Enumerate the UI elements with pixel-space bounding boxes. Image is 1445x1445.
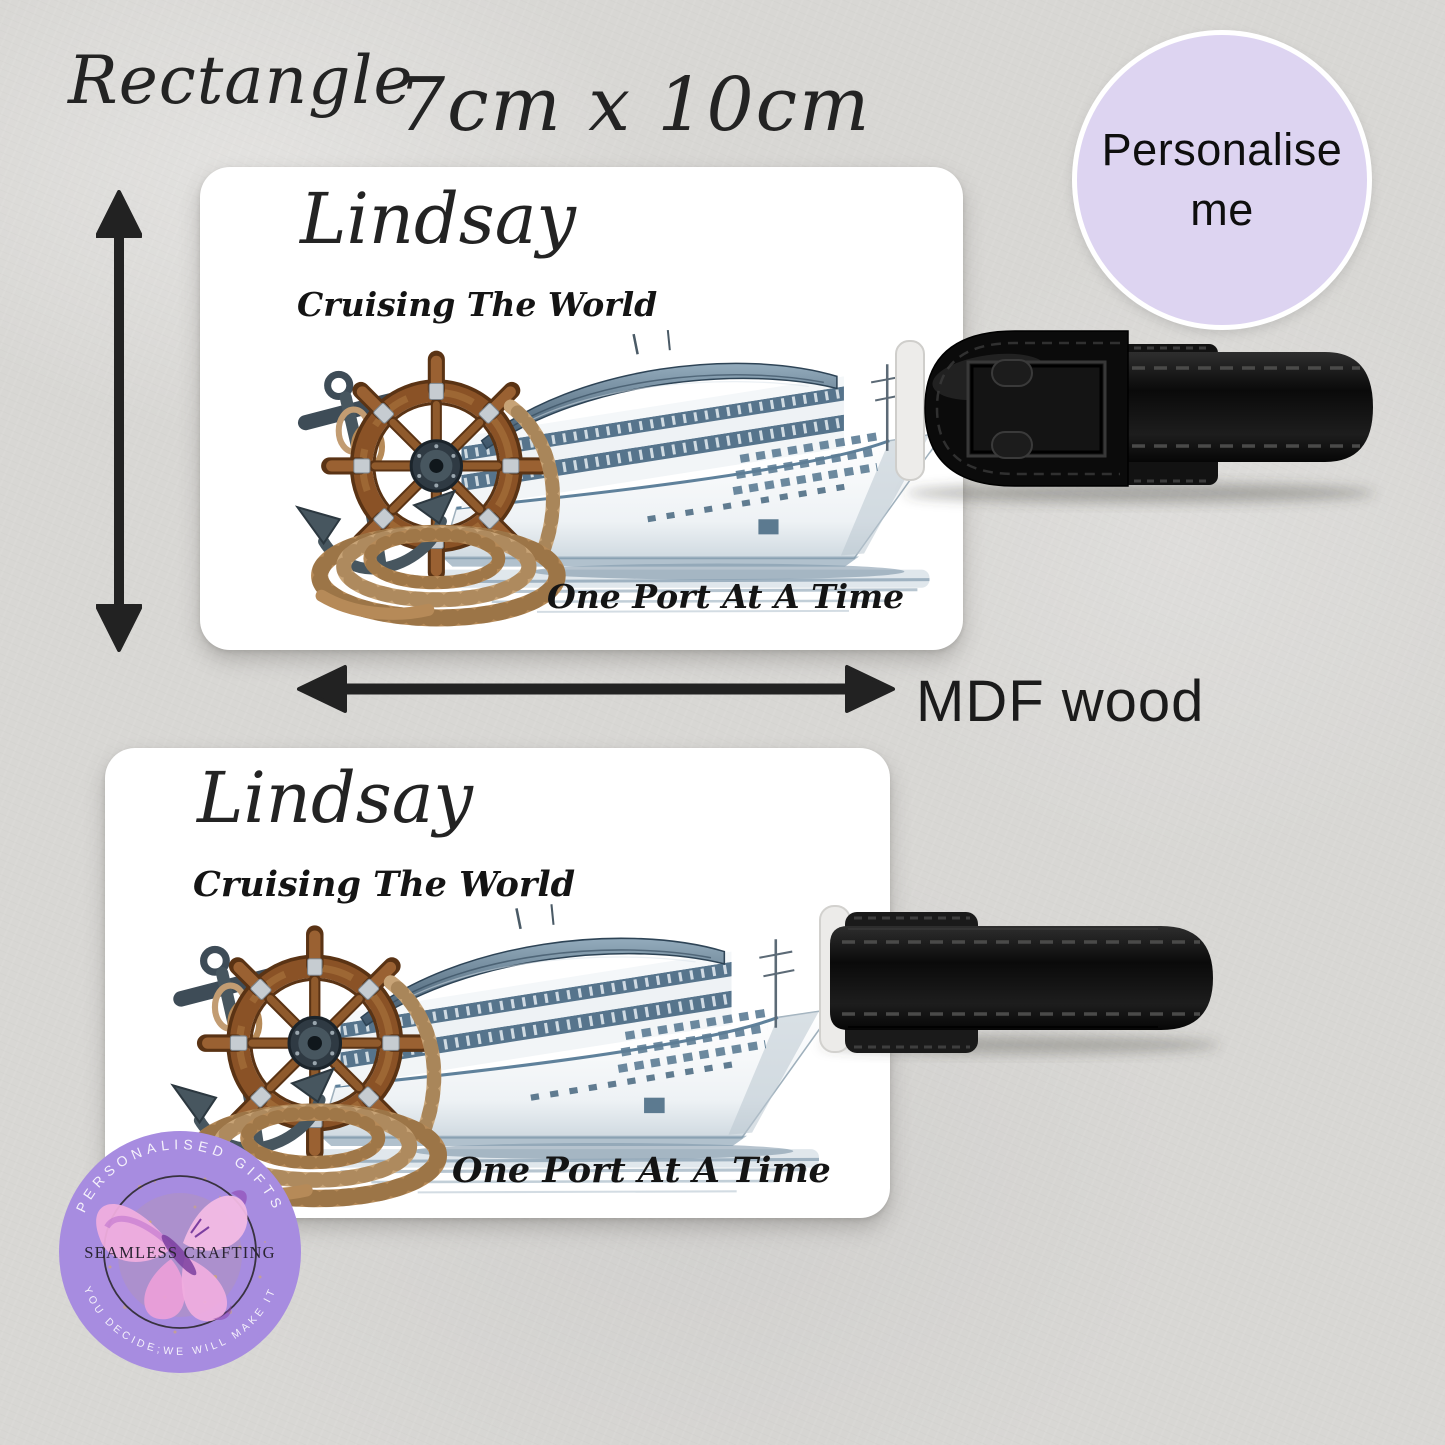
logo-brand-name: SEAMLESS CRAFTING [84, 1243, 275, 1262]
luggage-strap-loop [819, 905, 1220, 1054]
strap-band [1100, 352, 1373, 462]
strap-band [830, 926, 1213, 1030]
tag-personal-name: Lindsay [197, 757, 473, 839]
luggage-tag-front: Lindsay Cruising The World One Port At A… [200, 167, 963, 650]
badge-line-1: Personalise [1101, 124, 1343, 175]
tag-subtitle: Cruising The World [297, 285, 658, 324]
width-arrow-icon [297, 665, 895, 713]
height-arrow-icon [96, 190, 142, 652]
tag-tagline: One Port At A Time [547, 577, 905, 616]
badge-line-2: me [1190, 184, 1254, 235]
material-label: MDF wood [916, 669, 1205, 734]
shape-label: Rectangle [68, 42, 414, 119]
seamless-crafting-logo: PERSONALISED GIFTS YOU DECIDE;WE WILL MA… [59, 1131, 301, 1373]
tag-tagline: One Port At A Time [452, 1150, 831, 1191]
luggage-tag-back: Lindsay Cruising The World One Port At A… [105, 748, 890, 1218]
dimensions-label: 7cm x 10cm [398, 62, 872, 148]
butterfly-icon [96, 1190, 248, 1322]
luggage-strap-buckle [895, 330, 1375, 503]
personalise-me-badge: Personalise me [1072, 30, 1372, 330]
tag-subtitle: Cruising The World [193, 864, 576, 905]
strap-plastic-loop [895, 340, 925, 481]
tag-personal-name: Lindsay [300, 178, 576, 260]
